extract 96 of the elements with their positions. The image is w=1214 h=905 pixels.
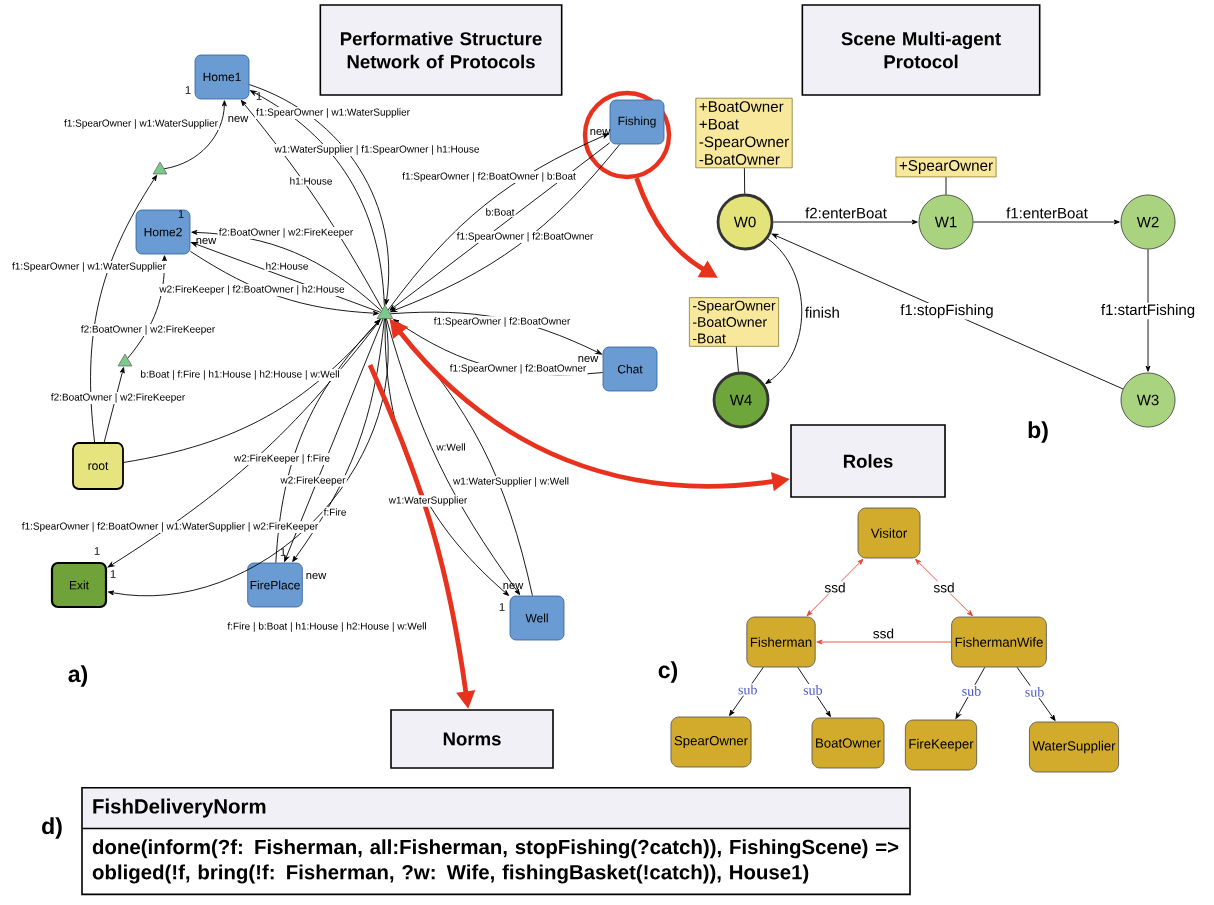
edge-label: ssd [871, 627, 896, 640]
heading-box: Roles [790, 424, 946, 498]
protocol-box: Fishing [609, 99, 665, 145]
edge-label: h2:House [264, 261, 310, 271]
edge-label: sub [960, 684, 983, 698]
arrow [771, 233, 1124, 390]
protocol-box: Chat [602, 346, 658, 392]
node-label: done(inform(?f: Fisherman, all:Fisherman, stopFishing(?catch)), FishingScene) => obliged(!f, bring(!f: Fisherman, ?w: Wife, fishingBasket(!catch)), House1) [92, 839, 899, 884]
arrow [90, 174, 158, 443]
arrow [765, 238, 803, 384]
edge-label: w2:FireKeeper | f2:BoatOwner | h2:House [158, 284, 346, 296]
arrow [955, 666, 986, 719]
edge-label: f1:SpearOwner | f2:BoatOwner [448, 363, 588, 375]
arrow [189, 250, 379, 316]
panel-label: b) [1028, 421, 1048, 443]
heading-box: Scene Multi-agent Protocol [801, 4, 1041, 96]
connector-line [735, 346, 739, 373]
connector-line [945, 176, 947, 196]
edge-label: f1:startFishing [1099, 302, 1197, 320]
exit-box: Exit [50, 561, 108, 609]
arrow [729, 666, 764, 716]
edge-label: f2:BoatOwner | w2:FireKeeper [217, 227, 355, 239]
edge-label: sub [736, 683, 759, 696]
edge-label: b:Boat | f:Fire | h1:House | h2:House | w:Well [139, 369, 341, 381]
edge-label: h1:House [288, 176, 334, 186]
role-box: Visitor [857, 507, 921, 559]
arrow [915, 558, 973, 617]
protocol-box: Home1 [194, 54, 250, 100]
transition-marker [152, 161, 168, 175]
end-label: new [578, 355, 599, 363]
transition-marker [117, 353, 133, 367]
edge-label: f1:SpearOwner | f2:BoatOwner | b:Boat [401, 171, 577, 183]
role-box: BoatOwner [811, 717, 885, 769]
edge-label: f1:SpearOwner | f2:BoatOwner [455, 231, 595, 243]
role-box: FishermanWife [951, 616, 1047, 668]
arrow [816, 639, 952, 645]
role-box: FireKeeper [904, 719, 978, 771]
note-box: +BoatOwner +Boat -SpearOwner -BoatOwner [695, 97, 793, 169]
transition-marker [376, 304, 394, 319]
edge-label: w:Well [435, 442, 467, 452]
heading-box: Performative Structure Network of Protocols [319, 4, 563, 96]
note-box: -SpearOwner -BoatOwner -Boat [689, 297, 780, 347]
edge-label: f2:BoatOwner | w2:FireKeeper [49, 392, 187, 404]
edge-label: w2:FireKeeper | f:Fire [232, 453, 332, 465]
edge-label: f1:SpearOwner | f2:BoatOwner | w1:WaterSupplier | w2:FireKeeper [20, 521, 320, 533]
role-box: Fisherman [746, 616, 816, 668]
edge-label: w2:FireKeeper [279, 475, 347, 487]
arrow [163, 100, 227, 170]
arrow [972, 219, 1120, 225]
edge-label: f1:SpearOwner | w1:WaterSupplier [62, 118, 220, 130]
heading-box: Norms [390, 709, 554, 769]
edge-label: ssd [823, 581, 847, 594]
end-label: 1 [178, 210, 184, 218]
end-label: 1 [110, 570, 116, 578]
root-box: root [72, 442, 124, 490]
edge-label: finish [803, 305, 842, 319]
arrow [123, 319, 381, 463]
arrow [797, 666, 831, 717]
arrow [103, 367, 125, 443]
panel-label: a) [68, 665, 88, 687]
arrow [1016, 666, 1056, 722]
norm-table: FishDeliveryNorm done(inform(?f: Fisherman, all:Fisherman, stopFishing(?catch)), FishingScene) => obliged(!f, bring(!f: Fisherman, ?w: Wife, fishingBasket(!catch)), House1) [81, 787, 911, 896]
connector-line [743, 167, 746, 195]
edge-label: f:Fire | b:Boat | h1:House | h2:House | w:Well [226, 621, 428, 633]
end-label: new [503, 582, 524, 590]
edge-label: f1:SpearOwner | w1:WaterSupplier [254, 107, 412, 119]
edge-label: f1:SpearOwner | w1:WaterSupplier [10, 261, 168, 273]
edge-label: f2:enterBoat [803, 206, 889, 220]
edge-label: f1:enterBoat [1004, 206, 1090, 220]
end-label: 1 [256, 92, 262, 100]
end-label: 1 [280, 548, 286, 556]
note-box: +SpearOwner [895, 156, 997, 178]
edge-label: f:Fire [322, 507, 348, 517]
arrow [806, 558, 864, 617]
protocol-box: FirePlace [247, 562, 303, 608]
end-label: 1 [499, 603, 505, 611]
edge-label: w1:WaterSupplier [387, 495, 469, 507]
end-label: new [228, 115, 249, 123]
arrow [191, 229, 382, 312]
edge-label: f1:stopFishing [899, 303, 995, 320]
end-label: new [196, 237, 217, 245]
protocol-box: Well [509, 595, 565, 641]
edge-label: f2:BoatOwner | w2:FireKeeper [79, 324, 217, 336]
panel-label: c) [658, 661, 678, 683]
edge-label: sub [1023, 685, 1046, 698]
arrow [1145, 248, 1151, 372]
highlight-circle [582, 90, 672, 180]
edge-label: b:Boat [484, 207, 516, 217]
arrow [772, 219, 918, 225]
role-box: SpearOwner [670, 716, 752, 768]
edge-label: f1:SpearOwner | f2:BoatOwner [432, 316, 572, 328]
edge-label: w1:WaterSupplier | w:Well [451, 476, 571, 488]
role-box: WaterSupplier [1029, 721, 1119, 773]
edge-label: w1:WaterSupplier | f1:SpearOwner | h1:House [273, 144, 481, 156]
edge-label: sub [801, 683, 824, 697]
edge-label: ssd [932, 581, 956, 594]
